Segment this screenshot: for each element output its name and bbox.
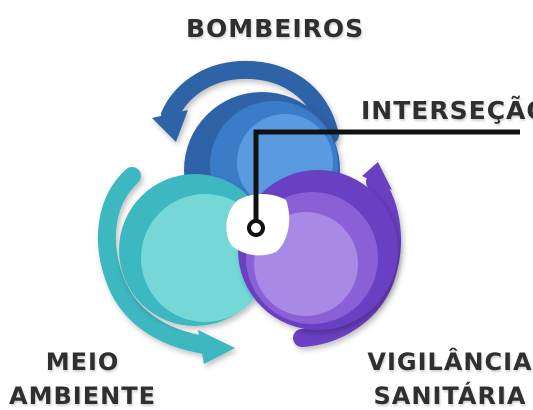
teal-cycle-arrow [97,167,235,364]
label-vigilancia-sanitaria-line2: SANITÁRIA [373,382,527,410]
label-bombeiros: BOMBEIROS [186,14,365,43]
blue-cycle-arrow [152,60,339,144]
label-intersecao: INTERSEÇÃO [361,96,533,125]
label-vigilancia-sanitaria: VIGILÂNCIA SANITÁRIA [367,345,533,410]
label-meio-ambiente: MEIO AMBIENTE [0,345,165,410]
intersection-pointer [247,129,520,237]
label-meio-ambiente-line2: AMBIENTE [9,382,156,410]
label-vigilancia-sanitaria-line1: VIGILÂNCIA [367,348,533,376]
label-meio-ambiente-line1: MEIO [45,348,120,376]
